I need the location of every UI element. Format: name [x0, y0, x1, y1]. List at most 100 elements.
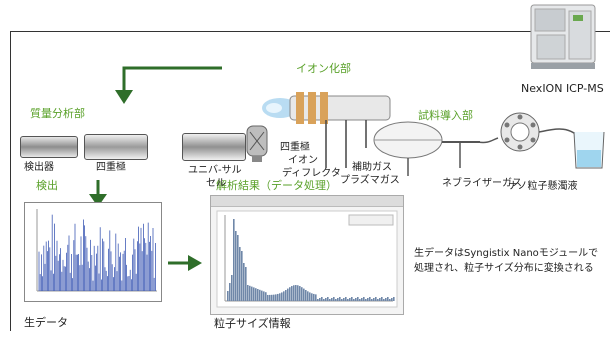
- histogram-bar: [345, 297, 347, 301]
- histogram-bar: [227, 291, 229, 301]
- histogram-bar: [321, 297, 323, 301]
- histogram-bar: [343, 298, 345, 301]
- flow-arrow-to-analysis: [168, 255, 202, 271]
- histogram-bar: [323, 299, 325, 301]
- nebulizer-gas-label: ネブライザーガス: [442, 178, 522, 189]
- torch-component: [262, 92, 391, 168]
- histogram-bar: [365, 299, 367, 301]
- histogram-bar: [287, 288, 289, 301]
- histogram-bar: [351, 297, 353, 301]
- histogram-bar: [325, 298, 327, 301]
- histogram-bar: [243, 263, 245, 301]
- mass-section-label: 質量分析部: [30, 107, 85, 120]
- histogram-bar: [231, 275, 233, 301]
- histogram-bar: [245, 267, 247, 301]
- histogram-bar: [263, 291, 265, 301]
- detector-label: 検出器: [24, 162, 54, 173]
- sample-intro-label: 試料導入部: [418, 109, 473, 122]
- histogram-bar: [249, 285, 251, 301]
- quadrupole-component: [84, 134, 148, 160]
- histogram-bar: [305, 290, 307, 301]
- description-text: 生データはSyngistix Nanoモジュールで処理され、粒子サイズ分布に変換…: [414, 248, 599, 274]
- particle-size-histogram: [227, 219, 395, 301]
- aux-gas-label: 補助ガス: [352, 162, 392, 173]
- histogram-bar: [253, 287, 255, 301]
- histogram-bar: [361, 298, 363, 301]
- nano-suspension-label: ナノ粒子懸濁液: [508, 181, 578, 192]
- histogram-bar: [335, 299, 337, 301]
- histogram-bar: [259, 289, 261, 301]
- histogram-bar: [381, 297, 383, 301]
- histogram-bar: [367, 298, 369, 301]
- histogram-bar: [375, 297, 377, 301]
- quadrupole-label: 四重極: [96, 162, 126, 173]
- histogram-bar: [267, 294, 269, 301]
- detector-component: [20, 136, 78, 158]
- histogram-bar: [311, 293, 313, 301]
- histogram-bar: [285, 290, 287, 301]
- histogram-bar: [293, 285, 295, 301]
- histogram-bar: [327, 297, 329, 301]
- analysis-plot: [210, 195, 404, 315]
- histogram-bar: [377, 299, 379, 301]
- pump-and-beaker: [478, 112, 605, 169]
- deflector-label-3: ディフレクタ: [282, 168, 341, 179]
- histogram-bar: [333, 297, 335, 301]
- histogram-bar: [373, 298, 375, 301]
- histogram-bar: [313, 293, 315, 301]
- histogram-bar: [265, 292, 267, 301]
- histogram-bar: [337, 298, 339, 301]
- histogram-bar: [301, 287, 303, 301]
- histogram-bar: [273, 294, 275, 301]
- detection-label: 検出: [36, 179, 58, 192]
- histogram-bar: [229, 283, 231, 301]
- histogram-bar: [289, 287, 291, 301]
- histogram-bar: [295, 285, 297, 301]
- histogram-bar: [347, 299, 349, 301]
- deflector-label-2: イオン: [288, 155, 318, 166]
- flow-arrow-to-mass: [115, 66, 222, 104]
- raw-data-chart: [36, 209, 157, 292]
- universal-cell-label-1: ユニバ-サル: [188, 165, 242, 176]
- histogram-bar: [331, 298, 333, 301]
- instrument-image: [530, 4, 596, 69]
- histogram-bar: [233, 219, 235, 301]
- histogram-bar: [385, 298, 387, 301]
- histogram-bar: [319, 298, 321, 301]
- histogram-bar: [329, 299, 331, 301]
- raw-data-spikes: [38, 214, 156, 291]
- analysis-chart: [216, 210, 398, 308]
- universal-cell-label-2: セル: [206, 178, 226, 189]
- histogram-bar: [283, 291, 285, 301]
- histogram-bar: [363, 297, 365, 301]
- particle-info-label: 粒子サイズ情報: [214, 317, 291, 330]
- histogram-bar: [355, 298, 357, 301]
- histogram-bar: [357, 297, 359, 301]
- histogram-bar: [297, 285, 299, 301]
- histogram-bar: [359, 299, 361, 301]
- histogram-bar: [235, 231, 237, 301]
- histogram-bar: [317, 299, 319, 301]
- histogram-bar: [379, 298, 381, 301]
- histogram-bar: [247, 285, 249, 301]
- histogram-bar: [341, 299, 343, 301]
- histogram-bar: [269, 294, 271, 301]
- histogram-bar: [349, 298, 351, 301]
- universal-cell-component: [182, 133, 246, 161]
- histogram-bar: [389, 299, 391, 301]
- histogram-bar: [237, 235, 239, 301]
- frame-top-line: [10, 31, 610, 32]
- histogram-bar: [279, 293, 281, 301]
- raw-data-plot: [24, 202, 162, 302]
- frame-left-line: [10, 31, 11, 331]
- histogram-bar: [307, 291, 309, 301]
- spray-chamber-component: [373, 121, 480, 176]
- histogram-bar: [299, 286, 301, 301]
- histogram-bar: [257, 289, 259, 301]
- plasma-gas-label: プラズマガス: [340, 175, 400, 186]
- histogram-bar: [261, 290, 263, 301]
- histogram-bar: [371, 299, 373, 301]
- histogram-bar: [309, 292, 311, 301]
- histogram-bar: [255, 288, 257, 301]
